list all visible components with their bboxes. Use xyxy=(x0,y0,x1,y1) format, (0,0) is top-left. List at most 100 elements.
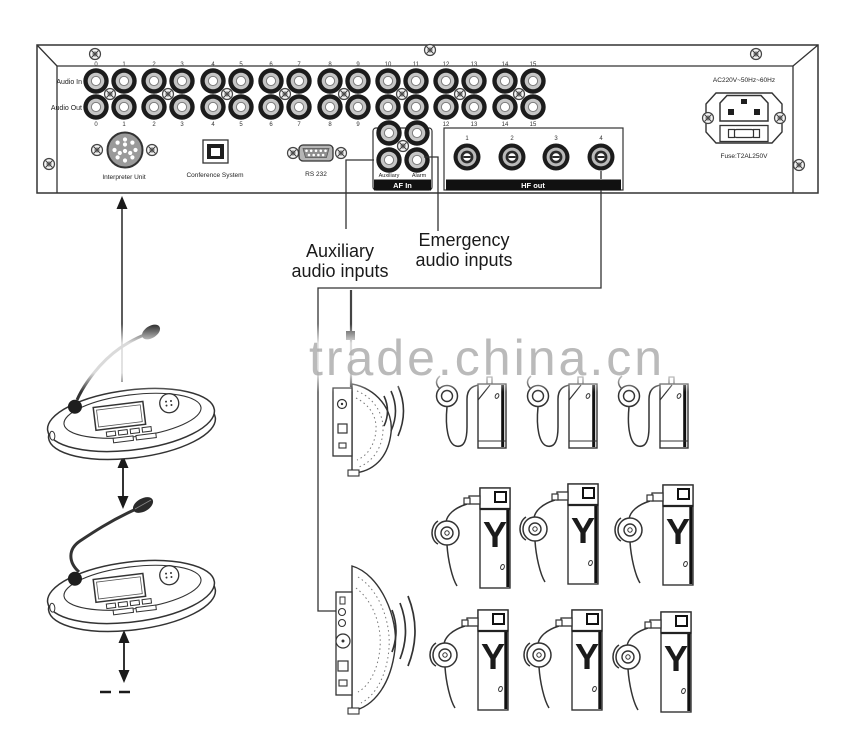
rca-jack xyxy=(402,67,430,95)
bnc-connector xyxy=(498,143,526,171)
conference-system-port: Conference System xyxy=(186,139,244,179)
bnc-connector xyxy=(453,143,481,171)
rca-jack xyxy=(432,93,460,121)
rca-jack xyxy=(227,67,255,95)
screw-icon xyxy=(161,87,175,101)
screw-icon xyxy=(453,87,467,101)
rs232-port: RS 232 xyxy=(286,144,348,178)
channel-number: 7 xyxy=(297,122,301,128)
radiator-mount xyxy=(346,331,355,340)
gooseneck xyxy=(69,508,135,574)
rca-jack xyxy=(199,67,227,95)
channel-number: 3 xyxy=(180,122,184,128)
auxiliary-annotation-line1: Auxiliary xyxy=(306,241,374,261)
channel-number: 4 xyxy=(211,122,215,128)
rca-jack xyxy=(285,67,313,95)
receiver-with-earpiece xyxy=(526,374,599,450)
rca-jack xyxy=(227,93,255,121)
auxiliary-annotation-line2: audio inputs xyxy=(291,261,388,281)
rca-jack xyxy=(82,93,110,121)
conference-system-label: Conference System xyxy=(186,172,243,179)
rca-jack xyxy=(168,93,196,121)
rs232-label: RS 232 xyxy=(305,171,327,178)
rack-rear-panel: 0011223344556677889910101111121213131414… xyxy=(36,43,819,194)
screw-icon xyxy=(88,47,102,61)
ir-radiator-large xyxy=(335,565,416,715)
channel-number: 7 xyxy=(297,62,301,68)
rca-jack xyxy=(460,67,488,95)
channel-number: 11 xyxy=(413,62,420,68)
rca-jack xyxy=(199,93,227,121)
arrow-down-icon xyxy=(118,670,130,683)
screw-icon xyxy=(395,87,409,101)
bnc-connector xyxy=(587,143,615,171)
rca-jack xyxy=(140,93,168,121)
fuse-icon xyxy=(732,128,756,139)
rca-jack xyxy=(374,93,402,121)
emergency-annotation-line1: Emergency xyxy=(418,230,509,250)
power-inlet: AC220V~50Hz~60Hz Fuse:T2AL250V xyxy=(701,77,787,160)
channel-number: 6 xyxy=(269,62,273,68)
rca-jack xyxy=(110,93,138,121)
channel-number: 8 xyxy=(328,122,332,128)
screw-icon xyxy=(220,87,234,101)
rca-jack xyxy=(519,67,547,95)
front-panel-outline xyxy=(56,65,794,193)
screw-icon xyxy=(278,87,292,101)
ir-waves-icon xyxy=(391,595,416,667)
channel-number: 15 xyxy=(530,122,537,128)
af-in-bar xyxy=(374,179,431,191)
screw-icon xyxy=(512,87,526,101)
radiator-foot xyxy=(347,707,360,715)
emergency-annotation-line2: audio inputs xyxy=(415,250,512,270)
rca-jack xyxy=(285,93,313,121)
channel-number: 2 xyxy=(152,122,156,128)
hf-port-number: 2 xyxy=(510,136,514,142)
swap-arrow-upper xyxy=(117,455,129,509)
rca-jack-alarm xyxy=(403,146,431,174)
channel-number: 0 xyxy=(94,122,98,128)
screw-icon xyxy=(337,87,351,101)
channel-number: 12 xyxy=(443,122,450,128)
rca-jack xyxy=(375,119,403,147)
screw-icon xyxy=(145,143,159,157)
swap-arrow-lower xyxy=(118,630,130,683)
rca-jack xyxy=(168,67,196,95)
receiver-bodypack xyxy=(522,608,604,712)
rca-jack xyxy=(257,93,285,121)
receiver-bodypack xyxy=(518,482,600,586)
receiver-bodypack xyxy=(613,483,695,587)
channel-number: 9 xyxy=(356,122,360,128)
channel-number: 0 xyxy=(94,62,98,68)
receivers-row2 xyxy=(430,482,695,590)
screw-icon xyxy=(286,146,300,160)
alarm-label: Alarm xyxy=(412,173,427,179)
arrow-up-icon xyxy=(117,455,129,468)
auxiliary-label: Auxiliary xyxy=(379,173,400,179)
hf-out-wire xyxy=(317,171,602,612)
screw-icon xyxy=(749,47,763,61)
channel-number: 2 xyxy=(152,62,156,68)
hf-port-number: 3 xyxy=(554,136,558,142)
annotation-labels: Auxiliary audio inputs Emergency audio i… xyxy=(291,230,512,281)
screw-icon xyxy=(90,143,104,157)
receiver-bodypack xyxy=(428,608,510,712)
rca-jack xyxy=(316,93,344,121)
receiver-bodypack xyxy=(430,486,512,590)
interpreter-arrow xyxy=(116,196,128,382)
channel-number: 13 xyxy=(471,62,478,68)
mic-capsule-icon xyxy=(132,497,154,513)
chairman-mic-unit xyxy=(43,324,220,469)
rca-jack xyxy=(519,93,547,121)
screw-icon xyxy=(42,157,56,171)
panel-corner-bevels xyxy=(36,44,819,67)
rca-jack xyxy=(460,93,488,121)
channel-number: 12 xyxy=(443,62,450,68)
af-in-bar-label: AF In xyxy=(393,181,412,190)
mic-capsule-icon xyxy=(141,324,161,340)
audio-out-label: Audio Out xyxy=(51,105,82,112)
rca-jack xyxy=(257,67,285,95)
rca-jack-auxiliary xyxy=(375,146,403,174)
rca-jack xyxy=(140,67,168,95)
